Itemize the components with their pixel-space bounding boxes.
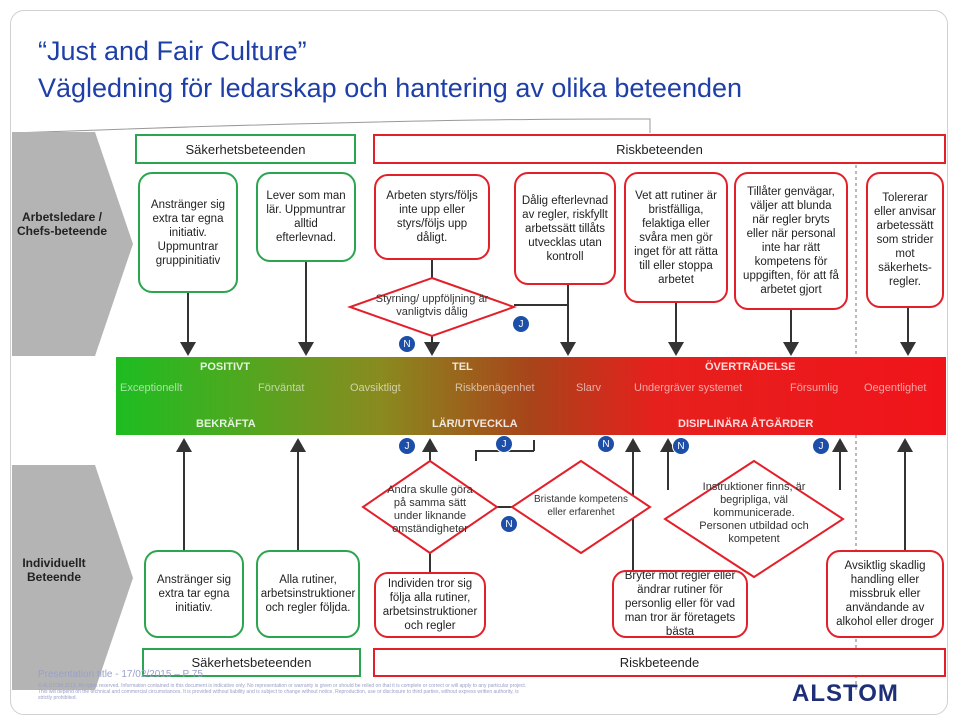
individual-box-3: Individen tror sig följa alla rutiner, a… (374, 572, 486, 638)
side-label-leader: Arbetsledare / Chefs-beteende (16, 210, 108, 238)
decision-d3-label: Bristande kompetens eller erfarenhet (534, 494, 628, 518)
chevron-bottom-shape (12, 465, 133, 690)
decision-d1-shape (347, 276, 517, 338)
yes-marker: J (495, 435, 513, 453)
band-undergraver: Undergräver systemet (634, 382, 743, 394)
header-bottom-safe: Säkerhetsbeteenden (142, 648, 361, 677)
band-forvantat: Förväntat (258, 382, 305, 394)
individual-box-1: Anstränger sig extra tar egna initiativ. (144, 550, 244, 638)
leader-box-5: Vet att rutiner är bristfälliga, felakti… (624, 172, 728, 303)
header-top-safe: Säkerhetsbeteenden (135, 134, 356, 164)
leader-box-2: Lever som man lär. Uppmuntrar alltid eft… (256, 172, 356, 262)
top-curve (11, 118, 651, 134)
behavior-spectrum-band (116, 357, 946, 435)
no-marker: N (672, 437, 690, 455)
band-overtradelse: ÖVERTRÄDELSE (705, 361, 796, 373)
header-bottom-risk: Riskbeteende (373, 648, 946, 677)
leader-box-7: Tolererar eller anvisar arbetessätt som … (866, 172, 944, 308)
decision-d4-shape (663, 459, 845, 579)
footer-presentation-title: Presentation title - 17/02/2015 – P 75 (38, 669, 203, 680)
leader-box-3: Arbeten styrs/följs inte upp eller styrs… (374, 174, 490, 260)
band-riskbenagenhet: Riskbenägenhet (455, 382, 535, 394)
leader-box-1: Anstränger sig extra tar egna initiativ.… (138, 172, 238, 293)
leader-box-6: Tillåter genvägar, väljer att blunda när… (734, 172, 848, 310)
band-slarv: Slarv (576, 382, 602, 394)
side-label-individual: Individuellt Beteende (22, 556, 86, 584)
band-bekrafta: BEKRÄFTA (196, 418, 256, 430)
yes-marker: J (812, 437, 830, 455)
band-tel: TEL (452, 361, 473, 373)
footer-legal: © ALSTOM 2013. All rights reserved. Info… (38, 683, 527, 701)
no-marker: N (398, 335, 416, 353)
yes-marker: J (398, 437, 416, 455)
decision-d2-shape (361, 459, 499, 555)
leader-box-4: Dålig efterlevnad av regler, riskfyllt a… (514, 172, 616, 285)
no-marker: N (500, 515, 518, 533)
header-top-risk: Riskbeteenden (373, 134, 946, 164)
band-lar: LÄR/UTVECKLA (432, 418, 518, 430)
page-subtitle: Vägledning för ledarskap och hantering a… (38, 73, 743, 103)
page-title: “Just and Fair Culture” (38, 36, 307, 66)
individual-box-5: Avsiktlig skadlig handling eller missbru… (826, 550, 944, 638)
decision-d1-label: Styrning/ uppföljning är vanligtvis dåli… (375, 293, 489, 318)
decision-d3-shape (510, 459, 652, 555)
band-oavsiktligt: Oavsiktligt (350, 382, 401, 394)
individual-box-4: Bryter mot regler eller ändrar rutiner f… (612, 570, 748, 638)
band-disciplin: DISIPLINÄRA ÅTGÄRDER (678, 418, 814, 430)
decision-d4-label: Instruktioner finns, är begripliga, väl … (699, 481, 809, 545)
decision-d2-label: Andra skulle göra på samma sätt under li… (387, 484, 473, 535)
no-marker: N (597, 435, 615, 453)
band-positivt: POSITIVT (200, 361, 251, 373)
band-exceptionellt: Exceptionellt (120, 382, 183, 394)
band-forsumlig: Försumlig (790, 382, 839, 394)
band-oegentlighet: Oegentlighet (864, 382, 927, 394)
slide-frame (10, 10, 948, 715)
alstom-logo: ALSTOM (792, 680, 899, 707)
chevron-top-shape (12, 132, 133, 356)
individual-box-2: Alla rutiner, arbetsinstruktioner och re… (256, 550, 360, 638)
yes-marker: J (512, 315, 530, 333)
